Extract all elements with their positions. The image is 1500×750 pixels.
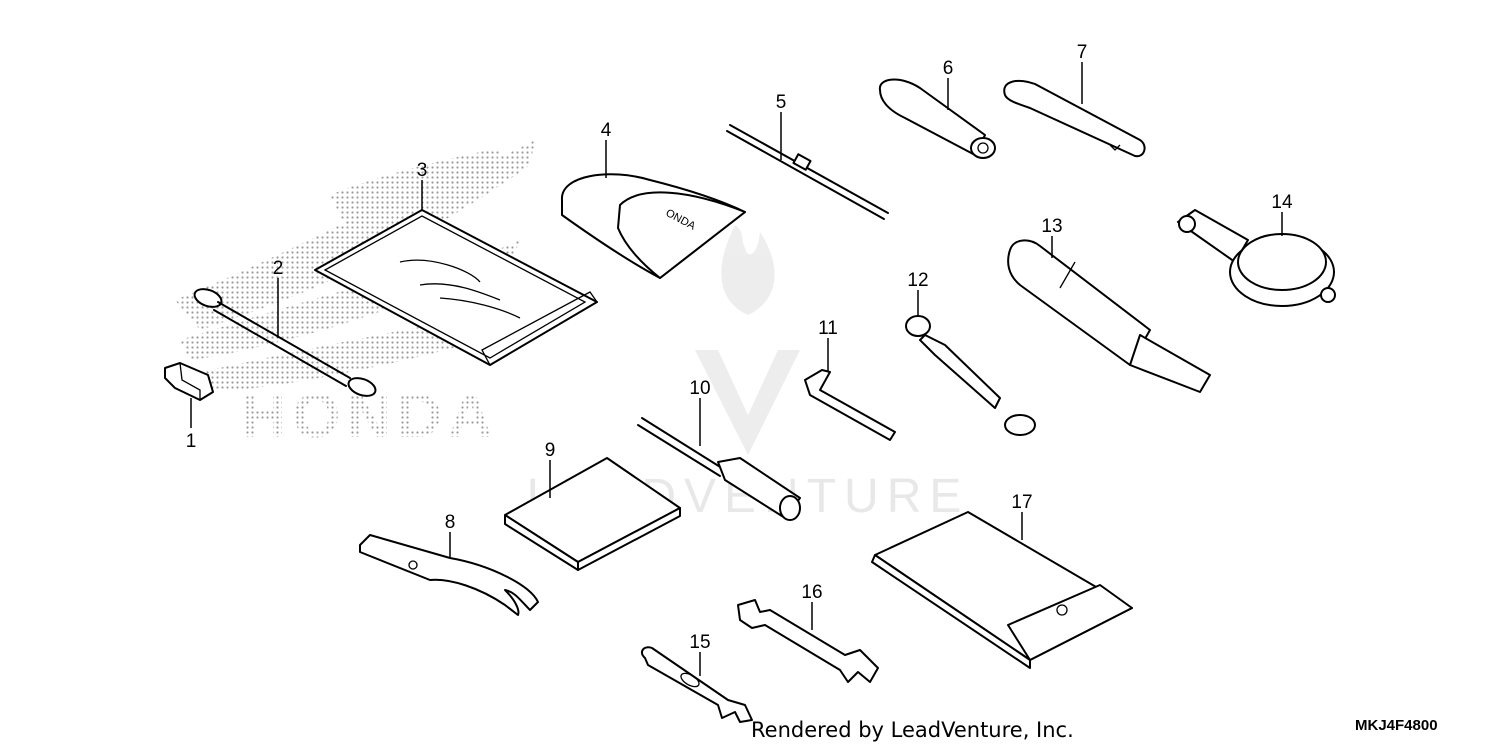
part-11-hex-key	[804, 338, 896, 441]
callout-labels: 1 2 3 4 5 6 7 8 9 10 11 12 13 14 15 16 1…	[186, 42, 1293, 653]
part-12-box-wrench	[905, 290, 1036, 436]
callout-14: 14	[1271, 192, 1293, 213]
part-4-tool-pouch: ONDA	[560, 140, 746, 279]
part-6-handle	[878, 78, 996, 159]
callout-15: 15	[689, 632, 710, 653]
callout-4: 4	[601, 120, 612, 141]
part-7-flat-wrench	[1003, 62, 1146, 158]
part-1-clip	[164, 362, 214, 428]
callout-2: 2	[273, 258, 284, 279]
part-10-socket-wrench	[637, 398, 801, 521]
callout-8: 8	[445, 512, 456, 533]
callout-7: 7	[1077, 42, 1088, 63]
callout-5: 5	[776, 92, 787, 113]
part-16-double-wrench	[737, 599, 879, 683]
part-2-strap	[193, 278, 377, 397]
part-15-open-wrench	[641, 646, 753, 723]
callout-16: 16	[801, 582, 822, 603]
part-9-cloth-pad	[504, 457, 681, 571]
diagram-code: MKJ4F4800	[1355, 717, 1438, 734]
part-5-screwdriver	[726, 112, 889, 220]
callout-11: 11	[818, 318, 838, 339]
part-8-spanner	[359, 532, 539, 616]
callout-3: 3	[417, 160, 428, 181]
callout-17: 17	[1011, 492, 1032, 513]
callout-6: 6	[943, 58, 954, 79]
part-14-pressure-gauge	[1177, 209, 1336, 307]
callout-10: 10	[689, 378, 710, 399]
part-3-manual-sleeve	[314, 180, 598, 366]
part-13-handle-extension	[1007, 236, 1211, 393]
callout-1: 1	[186, 431, 197, 452]
callout-13: 13	[1041, 216, 1062, 237]
part-17-tool-bag	[871, 511, 1133, 669]
callout-12: 12	[907, 270, 928, 291]
callout-9: 9	[545, 440, 556, 461]
rendered-by-footer: Rendered by LeadVenture, Inc.	[751, 718, 1074, 742]
